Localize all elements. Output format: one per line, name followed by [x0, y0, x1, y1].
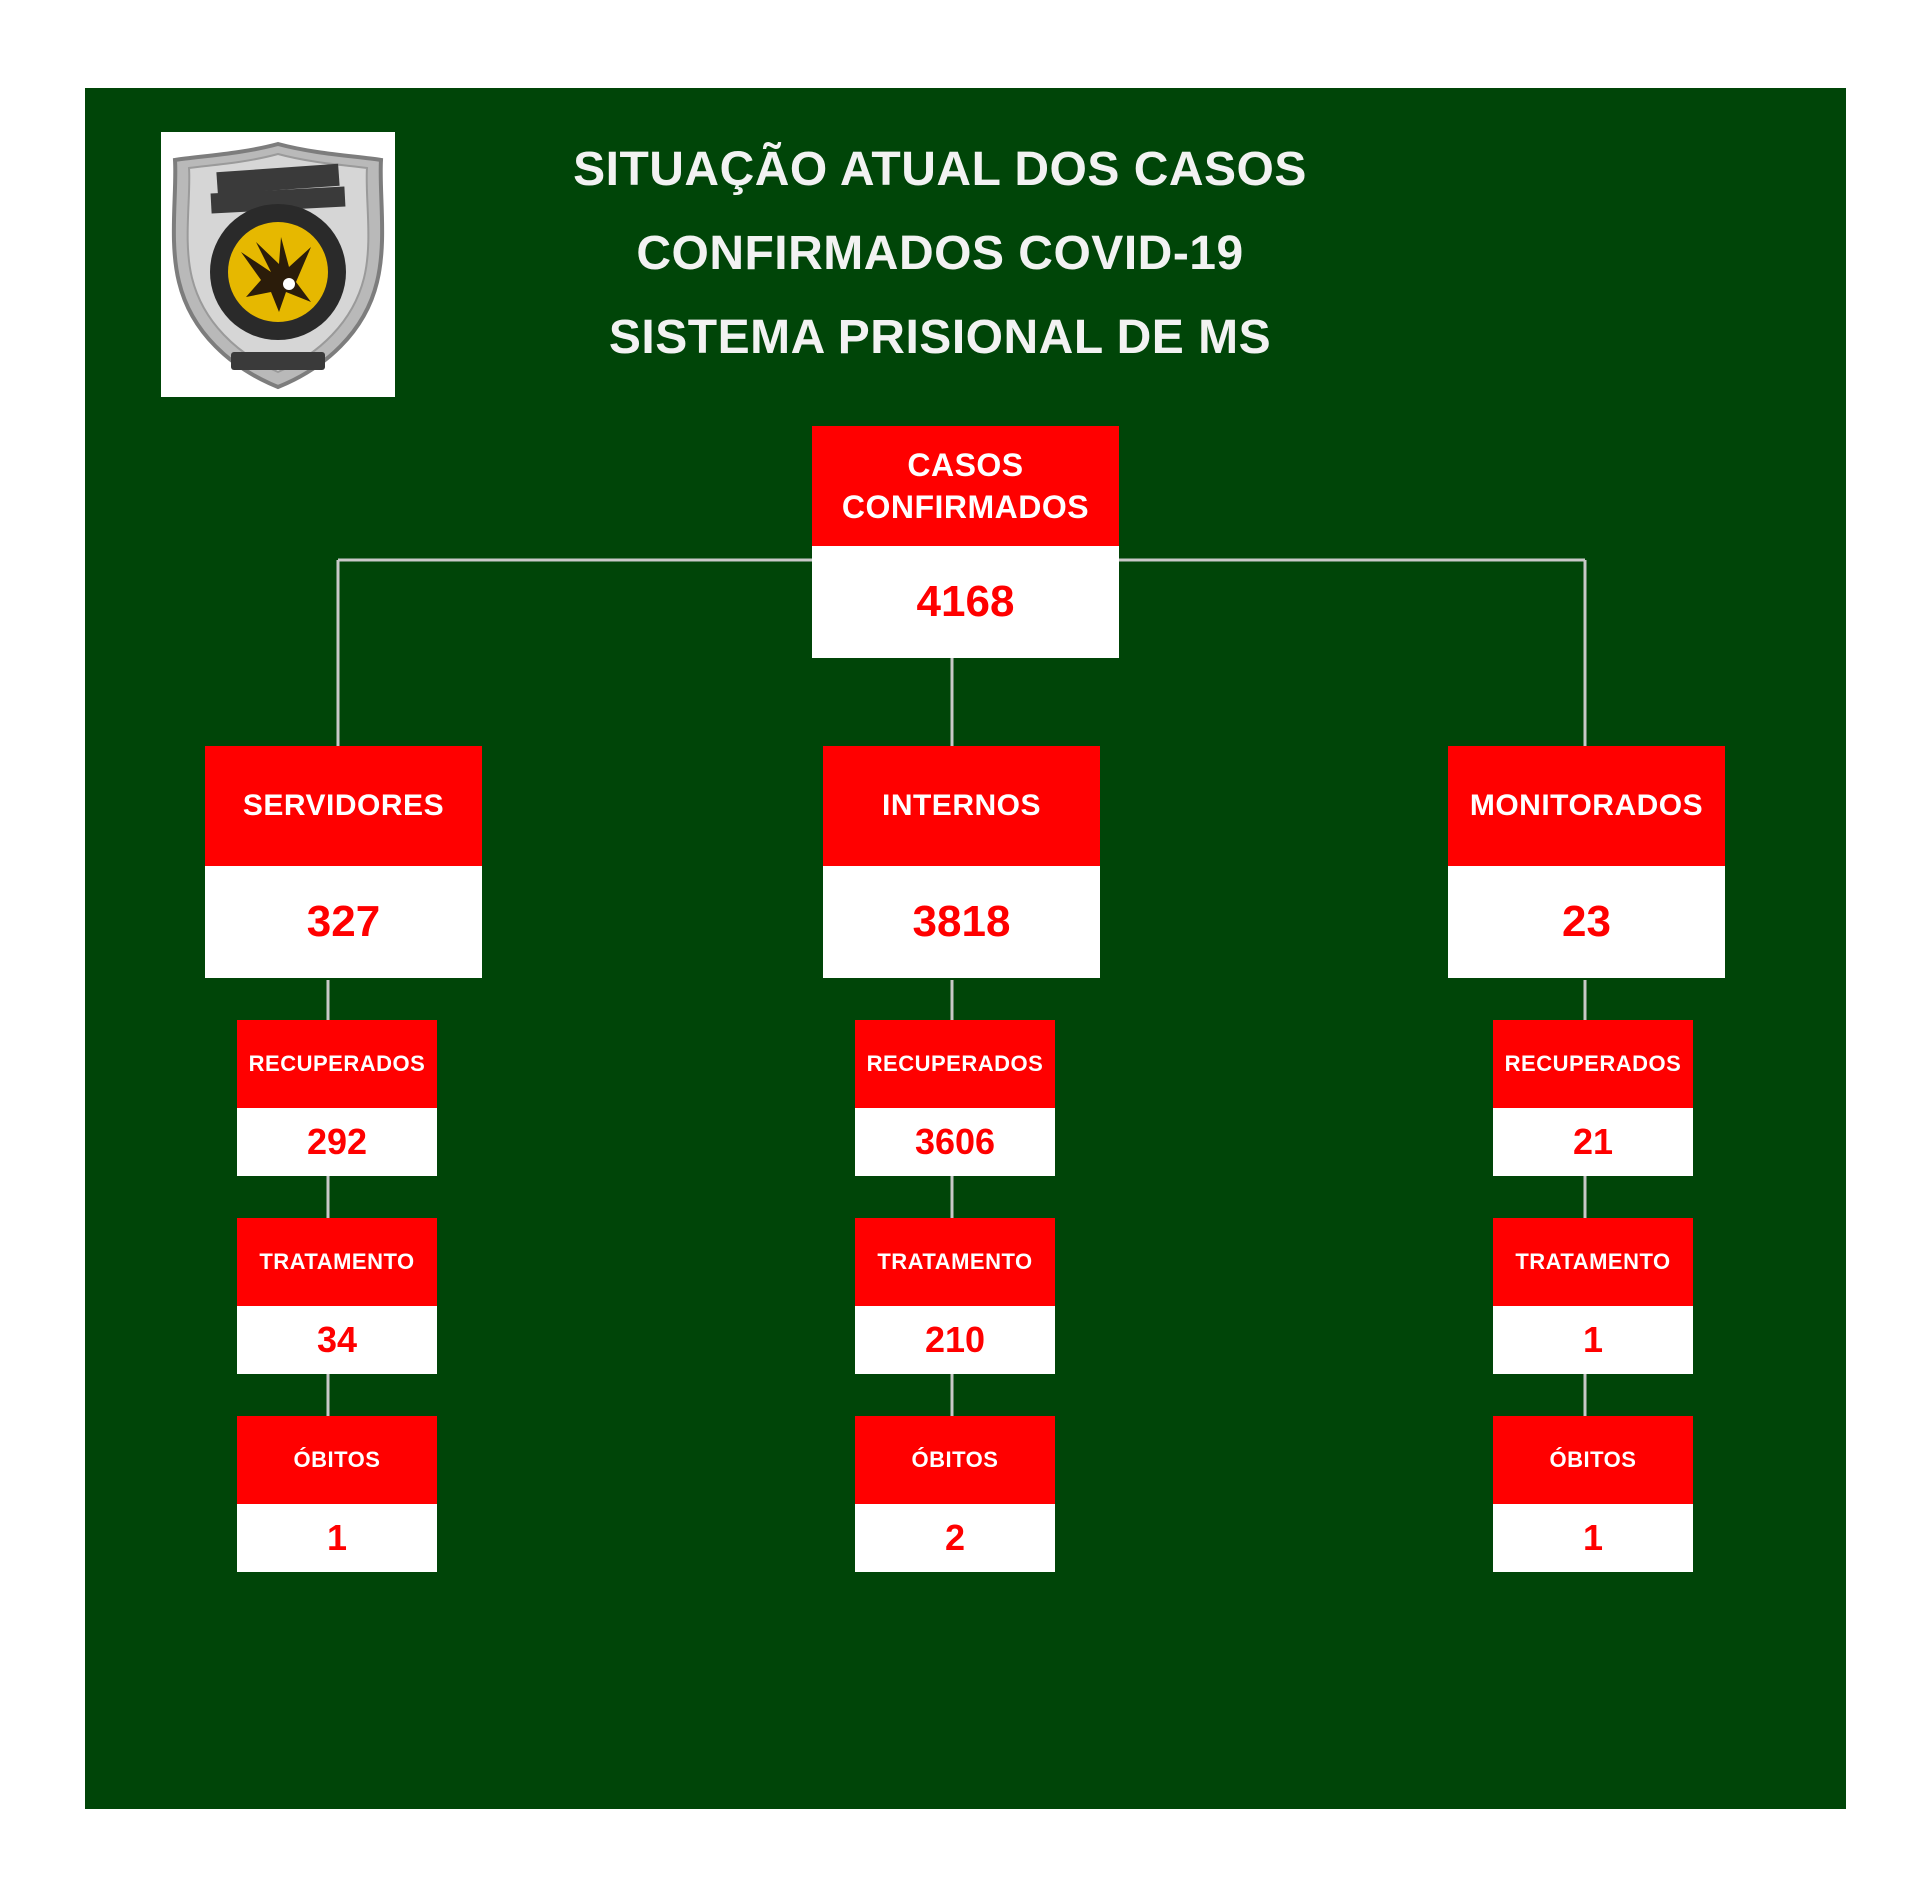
tratamento-value: 1: [1493, 1306, 1693, 1374]
category-value: 23: [1448, 866, 1725, 978]
eagle-badge-icon: [171, 141, 385, 390]
total-cases-box: CASOS CONFIRMADOS 4168: [812, 426, 1119, 658]
category-label: MONITORADOS: [1448, 746, 1725, 866]
title-line-1: SITUAÇÃO ATUAL DOS CASOS: [573, 143, 1307, 196]
obitos-label: ÓBITOS: [855, 1416, 1055, 1504]
category-box-servidores: SERVIDORES 327: [205, 746, 482, 978]
category-label: SERVIDORES: [205, 746, 482, 866]
total-cases-value: 4168: [812, 546, 1119, 658]
obitos-label: ÓBITOS: [237, 1416, 437, 1504]
title-line-3: SISTEMA PRISIONAL DE MS: [608, 311, 1272, 364]
tratamento-value: 210: [855, 1306, 1055, 1374]
obitos-value: 1: [1493, 1504, 1693, 1572]
category-box-monitorados: MONITORADOS 23: [1448, 746, 1725, 978]
recuperados-value: 3606: [855, 1108, 1055, 1176]
monitorados-recuperados-box: RECUPERADOS 21: [1493, 1020, 1693, 1176]
monitorados-tratamento-box: TRATAMENTO 1: [1493, 1218, 1693, 1374]
recuperados-value: 21: [1493, 1108, 1693, 1176]
tratamento-label: TRATAMENTO: [237, 1218, 437, 1306]
title-line-2: CONFIRMADOS COVID-19: [636, 227, 1244, 280]
diagram-panel: SITUAÇÃO ATUAL DOS CASOS CONFIRMADOS COV…: [85, 88, 1846, 1809]
category-box-internos: INTERNOS 3818: [823, 746, 1100, 978]
category-value: 327: [205, 866, 482, 978]
internos-recuperados-box: RECUPERADOS 3606: [855, 1020, 1055, 1176]
recuperados-label: RECUPERADOS: [1493, 1020, 1693, 1108]
internos-tratamento-box: TRATAMENTO 210: [855, 1218, 1055, 1374]
tratamento-label: TRATAMENTO: [855, 1218, 1055, 1306]
tratamento-label: TRATAMENTO: [1493, 1218, 1693, 1306]
category-label: INTERNOS: [823, 746, 1100, 866]
monitorados-obitos-box: ÓBITOS 1: [1493, 1416, 1693, 1572]
obitos-label: ÓBITOS: [1493, 1416, 1693, 1504]
agency-badge-logo: [161, 132, 395, 397]
tratamento-value: 34: [237, 1306, 437, 1374]
recuperados-label: RECUPERADOS: [237, 1020, 437, 1108]
servidores-tratamento-box: TRATAMENTO 34: [237, 1218, 437, 1374]
recuperados-label: RECUPERADOS: [855, 1020, 1055, 1108]
recuperados-value: 292: [237, 1108, 437, 1176]
internos-obitos-box: ÓBITOS 2: [855, 1416, 1055, 1572]
servidores-recuperados-box: RECUPERADOS 292: [237, 1020, 437, 1176]
page-title: SITUAÇÃO ATUAL DOS CASOS CONFIRMADOS COV…: [465, 128, 1415, 380]
category-value: 3818: [823, 866, 1100, 978]
servidores-obitos-box: ÓBITOS 1: [237, 1416, 437, 1572]
total-cases-label: CASOS CONFIRMADOS: [812, 426, 1119, 546]
obitos-value: 2: [855, 1504, 1055, 1572]
obitos-value: 1: [237, 1504, 437, 1572]
